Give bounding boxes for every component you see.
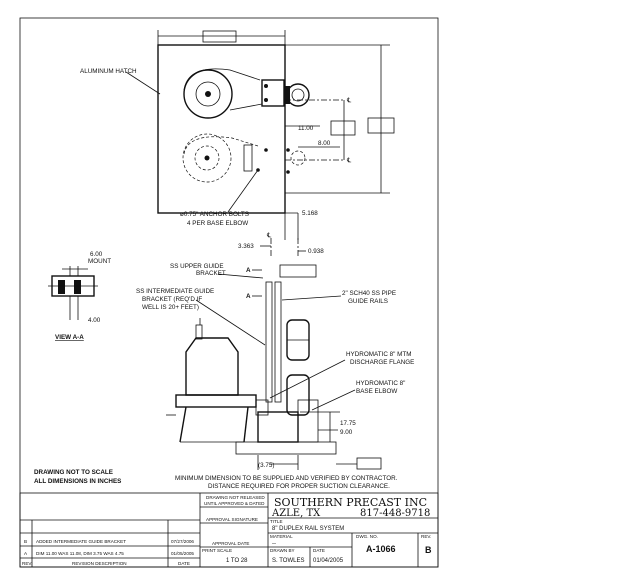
drawing-title: 8" DUPLEX RAIL SYSTEM	[272, 526, 344, 532]
company-phone: 817-448-9718	[360, 508, 430, 519]
dim-box-right	[367, 117, 395, 134]
print-scale: 1 TO 28	[226, 558, 248, 564]
rev-a-date: 01/05/2005	[171, 551, 194, 556]
company-name: SOUTHERN PRECAST INC	[274, 496, 427, 509]
note-dims: ALL DIMENSIONS IN INCHES	[34, 478, 121, 485]
note-min-2: DISTANCE REQUIRED FOR PROPER SUCTION CLE…	[208, 483, 390, 490]
approval-date: APPROVAL DATE	[212, 541, 249, 546]
hatch-outline	[157, 44, 286, 214]
upper-slab	[279, 264, 317, 278]
date-header: DATE	[178, 561, 190, 566]
dwg-no-label: DWG. NO.	[356, 534, 378, 539]
material: --	[272, 541, 276, 547]
label-guide-rails-2: GUIDE RAILS	[348, 298, 388, 305]
view-a-a: 6.00 MOUNT 4.00 VIEW A-A	[48, 251, 111, 341]
title-block: B ADDED INTERMEDIATE GUIDE BRACKET 07/27…	[19, 492, 439, 568]
date-label: DATE	[313, 548, 325, 553]
svg-text:A: A	[246, 267, 251, 274]
elevation-view: ℄ 3.363 0.938 SS UPPER GUIDE BRACKET AA …	[136, 232, 414, 470]
pump-bottom-circle	[182, 133, 232, 183]
title-label: TITLE	[270, 519, 283, 524]
label-intermediate-3: WELL IS 20+ FEET)	[142, 304, 199, 311]
dim-600: 6.00	[90, 251, 103, 258]
label-intermediate-1: SS INTERMEDIATE GUIDE	[136, 288, 214, 295]
label-flange-1: HYDROMATIC 8" MTM	[346, 351, 411, 358]
desc-header: REVISION DESCRIPTION	[72, 561, 127, 566]
floor-slab	[235, 441, 337, 455]
company-city: AZLE, TX	[271, 508, 321, 519]
label-upper-guide-1: SS UPPER GUIDE	[170, 263, 224, 270]
dim-box-mid	[330, 120, 356, 136]
rev-b-date: 07/27/2006	[171, 539, 194, 544]
dim-box-bottom	[356, 457, 382, 470]
guide-rail-right	[274, 281, 282, 403]
not-released-1: DRAWING NOT RELEASED	[206, 495, 265, 500]
dim-box-top	[202, 30, 237, 43]
pump-volute	[175, 394, 257, 408]
drawn-by: S. TOWLES	[272, 558, 304, 564]
note-scale: DRAWING NOT TO SCALE	[34, 469, 113, 476]
dim-375: (3.75)	[258, 462, 274, 469]
rev-b-code: B	[24, 539, 27, 544]
material-label: MATERIAL	[270, 534, 293, 539]
label-upper-guide-2: BRACKET	[196, 270, 226, 277]
rev-a-desc: DIM 11.00 WAS 11.08, DIM 3.75 WAS 4.75	[36, 551, 124, 556]
not-released-2: UNTIL APPROVED & DATED	[204, 501, 265, 506]
dim-5168: 5.168	[302, 210, 318, 217]
rev-a-code: A	[24, 551, 28, 556]
label-guide-rails-1: 2" SCH40 SS PIPE	[342, 290, 396, 297]
dwg-no: A-1066	[366, 544, 396, 554]
drawing-date: 01/04/2005	[313, 558, 344, 564]
view-aa-title: VIEW A-A	[55, 334, 84, 341]
rev-label: REV.	[421, 534, 431, 539]
note-min-1: MINIMUM DIMENSION TO BE SUPPLIED AND VER…	[175, 475, 398, 482]
rev-header: REV.	[22, 561, 32, 566]
svg-text:℄: ℄	[346, 157, 351, 164]
drawn-by-label: DRAWN BY	[270, 548, 295, 553]
pump-top-circle	[183, 69, 233, 119]
label-aluminum-hatch: ALUMINUM HATCH	[80, 68, 137, 75]
dim-3363: 3.363	[238, 243, 254, 250]
anchor-note-1: ø0.75" ANCHOR BOLTS	[180, 211, 249, 218]
base-elbow	[257, 411, 299, 443]
plan-view: ℄ ℄ 11.00 8.00 ALUMINUM HATCH ø0.75" ANC…	[80, 30, 395, 240]
label-flange-2: DISCHARGE FLANGE	[350, 359, 414, 366]
anchor-note-2: 4 PER BASE ELBOW	[187, 220, 248, 227]
dim-mount: MOUNT	[88, 258, 111, 265]
print-scale-label: PRINT SCALE	[202, 548, 232, 553]
rev: B	[425, 545, 432, 555]
label-elbow-2: BASE ELBOW	[356, 388, 397, 395]
dim-400: 4.00	[88, 317, 101, 324]
svg-text:A: A	[246, 293, 251, 300]
upper-elbow	[261, 79, 285, 107]
label-intermediate-2: BRACKET (REQ'D IF	[142, 296, 202, 303]
pump-body	[185, 337, 239, 396]
dim-8: 8.00	[318, 140, 331, 147]
dim-900: 9.00	[340, 429, 353, 436]
rev-b-desc: ADDED INTERMEDIATE GUIDE BRACKET	[36, 539, 126, 544]
svg-text:℄: ℄	[346, 97, 351, 104]
guide-rail-left	[265, 281, 273, 403]
approval-signature: APPROVAL SIGNATURE	[206, 517, 258, 522]
dim-1775: 17.75	[340, 420, 356, 427]
dim-11: 11.00	[298, 125, 314, 132]
label-elbow-1: HYDROMATIC 8"	[356, 380, 405, 387]
dim-0938: 0.938	[308, 248, 324, 255]
upper-discharge-pipe	[286, 83, 310, 107]
svg-text:℄: ℄	[266, 232, 271, 239]
